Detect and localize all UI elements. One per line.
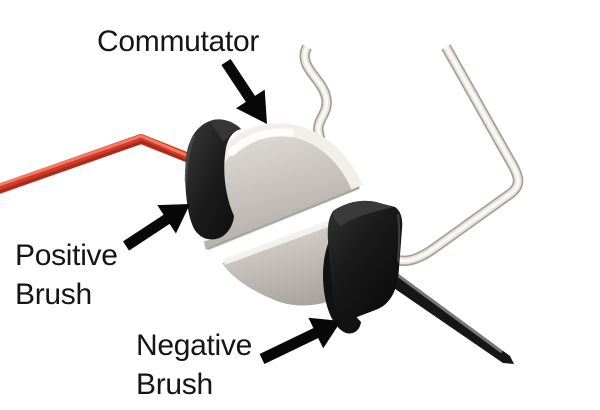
negative-brush-arrow-icon <box>259 317 341 364</box>
coil-left-s-curve <box>299 44 332 146</box>
coil-right-bend <box>354 44 524 267</box>
commutator-label: Commutator <box>97 25 260 58</box>
positive-wire <box>0 134 199 194</box>
positive-brush-block <box>184 119 241 240</box>
positive-brush-label: Positive Brush <box>15 239 118 311</box>
negative-brush-block <box>323 200 403 334</box>
commutator-upper-segment <box>198 123 363 251</box>
negative-brush-label: Negative Brush <box>136 329 253 401</box>
commutator-arrow-icon <box>221 59 267 124</box>
annotation-arrows <box>123 59 341 364</box>
positive-brush-arrow-icon <box>123 204 190 251</box>
armature-coil-wire <box>299 44 524 267</box>
